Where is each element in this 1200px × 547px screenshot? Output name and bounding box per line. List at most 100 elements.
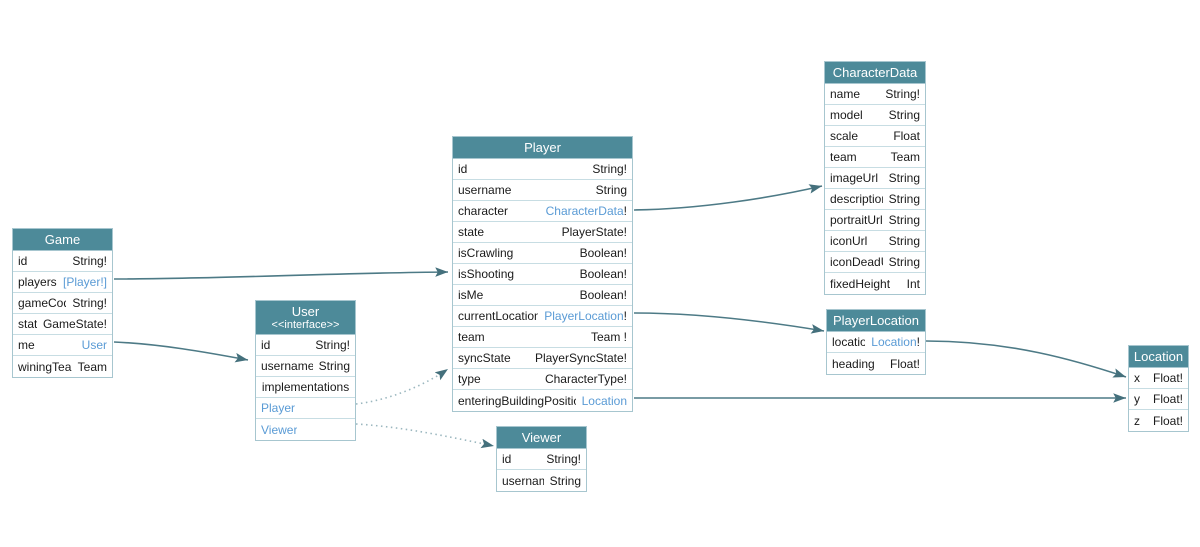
field-name: portraitUrl — [830, 213, 883, 227]
field-type-link[interactable]: Location — [871, 335, 917, 349]
entity-player[interactable]: Player id String! username String charac… — [452, 136, 633, 412]
table-row[interactable]: portraitUrl String — [825, 210, 925, 231]
field-type: CharacterType! — [544, 372, 627, 386]
table-row[interactable]: z Float! — [1129, 410, 1188, 431]
table-row[interactable]: team Team — [825, 147, 925, 168]
entity-location[interactable]: Location x Float! y Float! z Float! — [1128, 345, 1189, 432]
field-type-link[interactable]: PlayerLocation — [544, 309, 624, 323]
field-type: String! — [72, 254, 107, 268]
field-type: Team ! — [590, 330, 627, 344]
table-row[interactable]: fixedHeight Int — [825, 273, 925, 294]
field-type[interactable]: CharacterData! — [546, 204, 627, 218]
entity-character-data[interactable]: CharacterData name String! model String … — [824, 61, 926, 295]
table-row[interactable]: winingTeam Team — [13, 356, 112, 377]
table-row[interactable]: players [Player!] — [13, 272, 112, 293]
entity-viewer-title: Viewer — [497, 427, 586, 449]
field-type: PlayerState! — [561, 225, 627, 239]
field-type: String! — [315, 338, 350, 352]
table-row[interactable]: gameCode String! — [13, 293, 112, 314]
field-type-bang: ! — [623, 309, 627, 323]
field-name: id — [502, 452, 512, 466]
table-row[interactable]: isMe Boolean! — [453, 285, 632, 306]
table-row[interactable]: id String! — [453, 159, 632, 180]
implementation-player[interactable]: Player — [256, 398, 355, 419]
table-row[interactable]: x Float! — [1129, 368, 1188, 389]
table-row[interactable]: character CharacterData! — [453, 201, 632, 222]
implementations-header: implementations — [256, 377, 355, 398]
field-type: String — [888, 234, 920, 248]
field-type[interactable]: Location! — [871, 335, 920, 349]
field-type: Team — [77, 359, 107, 374]
table-row[interactable]: imageUrl String — [825, 168, 925, 189]
table-row[interactable]: state GameState! — [13, 314, 112, 335]
field-type-link[interactable]: CharacterData — [545, 204, 624, 218]
field-name: id — [18, 254, 28, 268]
table-row[interactable]: username String — [497, 470, 586, 491]
table-row[interactable]: iconUrl String — [825, 231, 925, 252]
table-row[interactable]: enteringBuildingPosition Location — [453, 390, 632, 411]
field-name: z — [1134, 413, 1140, 428]
table-row[interactable]: location Location! — [827, 332, 925, 353]
field-name: state — [18, 317, 37, 331]
table-row[interactable]: y Float! — [1129, 389, 1188, 410]
entity-game[interactable]: Game id String! players [Player!] gameCo… — [12, 228, 113, 378]
field-name: y — [1134, 392, 1140, 406]
field-type: GameState! — [42, 317, 107, 331]
field-name: iconUrl — [830, 234, 868, 248]
table-row[interactable]: username String — [256, 356, 355, 377]
field-type: PlayerSyncState! — [534, 351, 627, 365]
table-row[interactable]: team Team ! — [453, 327, 632, 348]
field-type: Boolean! — [579, 246, 627, 260]
table-row[interactable]: name String! — [825, 84, 925, 105]
table-row[interactable]: iconDeadUrl String — [825, 252, 925, 273]
field-type[interactable]: [Player!] — [62, 275, 107, 289]
field-name: state — [458, 225, 485, 239]
table-row[interactable]: syncState PlayerSyncState! — [453, 348, 632, 369]
implementation-name[interactable]: Viewer — [261, 422, 298, 437]
field-name: team — [458, 330, 485, 344]
table-row[interactable]: state PlayerState! — [453, 222, 632, 243]
field-name: iconDeadUrl — [830, 255, 883, 269]
field-type: Boolean! — [579, 288, 627, 302]
field-type[interactable]: User — [81, 338, 107, 352]
field-name: description — [830, 192, 883, 206]
field-name: scale — [830, 129, 859, 143]
entity-user-name: User — [291, 304, 320, 319]
table-row[interactable]: id String! — [497, 449, 586, 470]
field-name: winingTeam — [18, 359, 72, 374]
field-name: enteringBuildingPosition — [458, 393, 576, 408]
table-row[interactable]: id String! — [256, 335, 355, 356]
table-row[interactable]: type CharacterType! — [453, 369, 632, 390]
table-row[interactable]: isShooting Boolean! — [453, 264, 632, 285]
entity-viewer[interactable]: Viewer id String! username String — [496, 426, 587, 492]
field-type: String! — [592, 162, 627, 176]
table-row[interactable]: me User — [13, 335, 112, 356]
table-row[interactable]: model String — [825, 105, 925, 126]
table-row[interactable]: description String — [825, 189, 925, 210]
implementation-viewer[interactable]: Viewer — [256, 419, 355, 440]
field-name: me — [18, 338, 35, 352]
field-type: Float! — [889, 356, 920, 371]
edge-playerlocation-location-to-location — [925, 340, 1127, 378]
table-row[interactable]: isCrawling Boolean! — [453, 243, 632, 264]
entity-player-location[interactable]: PlayerLocation location Location! headin… — [826, 309, 926, 375]
entity-user[interactable]: User <<interface>> id String! username S… — [255, 300, 356, 441]
implementation-name[interactable]: Player — [261, 401, 296, 415]
field-type[interactable]: Location — [581, 393, 627, 408]
field-type: String! — [546, 452, 581, 466]
entity-location-title: Location — [1129, 346, 1188, 368]
field-name: username — [261, 359, 313, 373]
entity-user-stereotype: <<interface>> — [271, 319, 340, 331]
table-row[interactable]: id String! — [13, 251, 112, 272]
table-row[interactable]: currentLocation PlayerLocation! — [453, 306, 632, 327]
field-name: isMe — [458, 288, 484, 302]
table-row[interactable]: heading Float! — [827, 353, 925, 374]
field-type: Float! — [1152, 371, 1183, 385]
field-name: syncState — [458, 351, 511, 365]
field-type[interactable]: PlayerLocation! — [544, 309, 627, 323]
field-name: username — [458, 183, 512, 197]
field-name: team — [830, 150, 857, 164]
table-row[interactable]: scale Float — [825, 126, 925, 147]
table-row[interactable]: username String — [453, 180, 632, 201]
